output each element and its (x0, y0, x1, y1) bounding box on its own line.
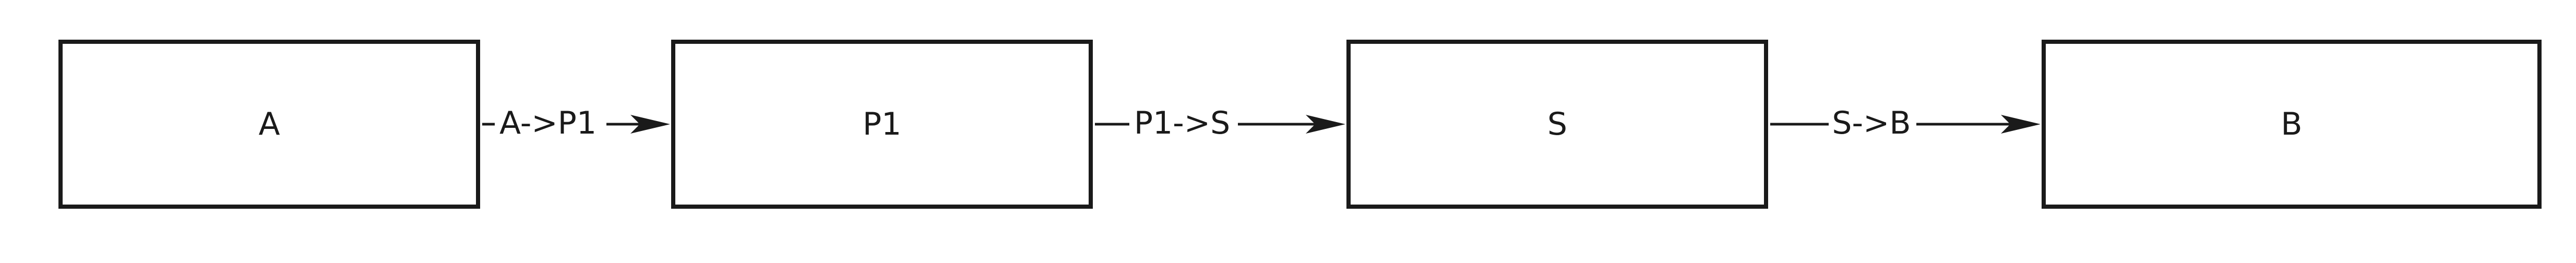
node-a-label: A (258, 106, 280, 142)
edge-p1-s[interactable]: P1->S (1095, 105, 1345, 141)
node-p1[interactable]: P1 (671, 40, 1093, 209)
node-a[interactable]: A (58, 40, 480, 209)
node-b-box (2042, 40, 2542, 209)
node-b[interactable]: B (2042, 40, 2542, 209)
edge-s-b-label: S->B (1832, 105, 1911, 141)
edge-p1-s-label: P1->S (1134, 105, 1230, 141)
node-p1-box (671, 40, 1093, 209)
node-p1-label: P1 (863, 106, 901, 142)
node-s-label: S (1547, 106, 1567, 142)
edge-a-p1-label: A->P1 (499, 105, 597, 141)
node-a-box (58, 40, 480, 209)
edge-a-p1[interactable]: A->P1 (482, 105, 670, 141)
node-s-box (1346, 40, 1768, 209)
edge-a-p1-arrow-icon (630, 115, 670, 134)
edge-s-b[interactable]: S->B (1770, 105, 2041, 141)
edge-s-b-arrow-icon (2001, 115, 2041, 134)
node-s[interactable]: S (1346, 40, 1768, 209)
node-b-label: B (2281, 106, 2302, 142)
edge-p1-s-arrow-icon (1306, 115, 1345, 134)
